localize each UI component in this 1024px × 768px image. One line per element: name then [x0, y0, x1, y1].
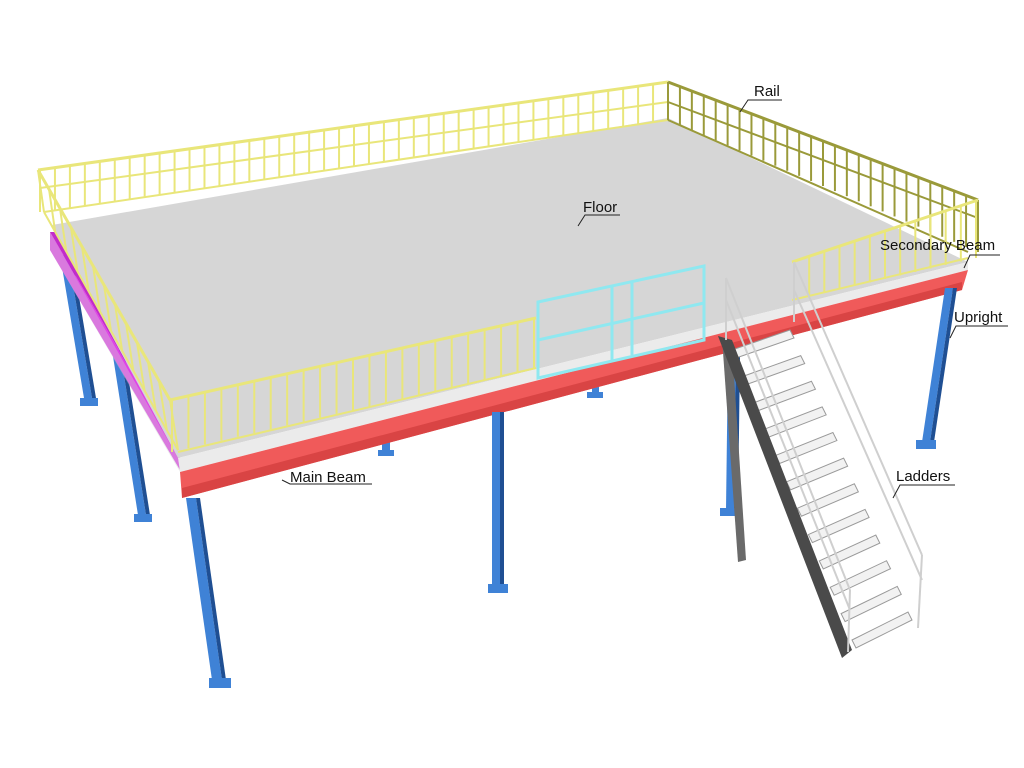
stair-tread [840, 585, 902, 623]
stair-stringer-front [718, 336, 852, 658]
rail-post [114, 304, 124, 351]
rail-post [92, 265, 101, 312]
stair-tread [818, 534, 881, 570]
upright-front-left [186, 498, 222, 680]
floor-deck [52, 118, 968, 458]
upright-left-back [60, 255, 92, 398]
rail-post [81, 246, 90, 292]
rail-post [59, 208, 68, 252]
stair-tread [829, 560, 892, 596]
rail-post [158, 380, 168, 431]
rail-post [37, 169, 45, 213]
stair-tread [807, 508, 870, 544]
leader-lines [281, 99, 1008, 499]
label-rail: Rail [754, 83, 780, 100]
rail-right [667, 80, 979, 253]
stair-tread [753, 380, 817, 412]
rail-back [37, 80, 669, 213]
label-secondary-beam: Secondary Beam [880, 237, 995, 254]
rail-post [70, 227, 79, 272]
label-upright: Upright [954, 309, 1003, 326]
upright-front-right [922, 288, 953, 442]
rail-post [103, 284, 112, 332]
stair-handrail [725, 261, 923, 653]
secondary-beam-left [50, 232, 180, 470]
rail-post [147, 361, 157, 411]
stair-tread [796, 483, 860, 517]
stair-tread [785, 457, 849, 491]
upright-front-mid [492, 412, 500, 585]
uprights-front [186, 288, 957, 688]
rail-post [48, 189, 57, 232]
stair-tread [851, 611, 913, 649]
label-floor: Floor [583, 199, 617, 216]
upright-left-mid [112, 350, 146, 515]
rail-front-left [169, 316, 537, 453]
label-main-beam: Main Beam [290, 469, 366, 486]
stair-stringer-back [722, 338, 746, 562]
rail-left [36, 169, 179, 451]
stair-tread [742, 355, 806, 385]
platform [50, 118, 968, 498]
upright-mid-back-1 [382, 440, 390, 452]
stairs [718, 261, 923, 658]
label-ladders: Ladders [896, 468, 950, 485]
rail-post [136, 342, 146, 391]
rail-post [125, 323, 135, 371]
safety-gate [536, 264, 706, 380]
